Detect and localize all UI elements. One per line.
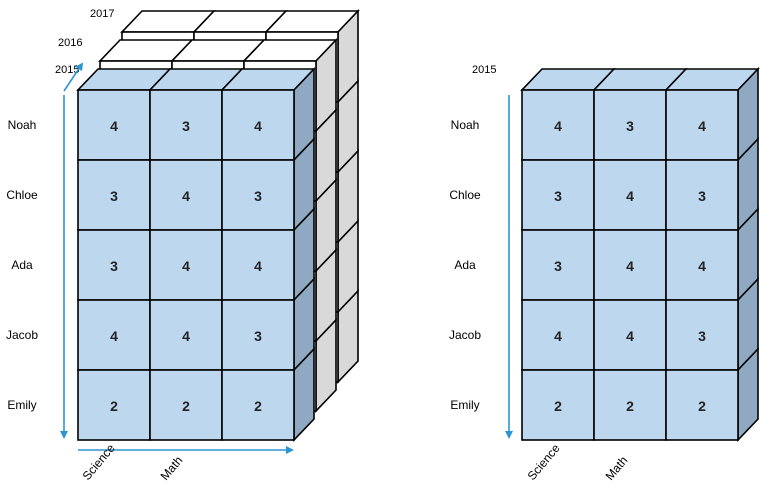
right-slice-cell bbox=[665, 369, 739, 441]
right-slice-cell bbox=[665, 229, 739, 301]
right-slice-cell-value: 2 bbox=[554, 398, 562, 414]
right-slice-cell bbox=[521, 159, 595, 231]
right-slice-cell bbox=[593, 89, 667, 161]
left-front-layer-cell bbox=[77, 299, 151, 371]
left-front-layer-cell-value: 4 bbox=[254, 258, 262, 274]
row-label: Chloe bbox=[449, 188, 481, 202]
left-front-layer-cell bbox=[221, 229, 295, 301]
left-front-layer-cell-value: 3 bbox=[110, 188, 118, 204]
right-slice-cell-value: 4 bbox=[626, 258, 634, 274]
right-slice-cell-value: 4 bbox=[626, 328, 634, 344]
right-2015-slice: 4 3 4 3 4 3 3 4 4 4 4 3 2 2 2 2015NoahChloeAdaJacobEmil… bbox=[449, 64, 760, 483]
right-slice-cell bbox=[521, 89, 595, 161]
left-front-layer-cell bbox=[77, 159, 151, 231]
column-label: Science bbox=[525, 441, 563, 483]
row-label: Jacob bbox=[449, 328, 481, 342]
right-slice-cell bbox=[665, 159, 739, 231]
right-slice-cell-value: 4 bbox=[554, 118, 562, 134]
left-front-layer-cell-value: 2 bbox=[110, 398, 118, 414]
right-slice-cell bbox=[665, 89, 739, 161]
left-data-cube: 4 3 4 3 4 3 3 4 4 4 4 3 2 2 2 2015 2016 2017NoahChloeAdaJ… bbox=[6, 8, 360, 483]
right-slice-cell-value: 4 bbox=[698, 258, 706, 274]
row-label: Noah bbox=[451, 118, 480, 132]
right-slice-cell-value: 3 bbox=[554, 258, 562, 274]
left-front-layer-cell-value: 3 bbox=[182, 118, 190, 134]
left-front-layer-cell-value: 3 bbox=[110, 258, 118, 274]
column-label: Math bbox=[158, 453, 186, 482]
left-front-layer-cell bbox=[221, 89, 295, 161]
left-front-layer-cell bbox=[221, 369, 295, 441]
row-label: Noah bbox=[8, 118, 37, 132]
row-label: Ada bbox=[11, 258, 33, 272]
row-label: Emily bbox=[7, 398, 36, 412]
column-label: Science bbox=[80, 441, 118, 483]
left-front-layer-cell-value: 2 bbox=[254, 398, 262, 414]
row-label: Chloe bbox=[6, 188, 38, 202]
right-slice-cell bbox=[521, 369, 595, 441]
left-front-layer-cell-value: 4 bbox=[110, 328, 118, 344]
right-slice-cell bbox=[665, 299, 739, 371]
right-slice-cell-value: 2 bbox=[698, 398, 706, 414]
row-label: Ada bbox=[454, 258, 476, 272]
right-slice-cell bbox=[521, 299, 595, 371]
column-label: Math bbox=[603, 453, 631, 482]
left-front-layer-cell-value: 4 bbox=[182, 328, 190, 344]
right-slice-cell-value: 3 bbox=[698, 328, 706, 344]
left-front-layer-cell-value: 4 bbox=[182, 188, 190, 204]
right-slice-cell-value: 4 bbox=[626, 188, 634, 204]
right-slice-cell bbox=[593, 369, 667, 441]
left-front-layer-cell bbox=[221, 159, 295, 231]
right-slice-cell-value: 3 bbox=[698, 188, 706, 204]
left-front-layer-cell bbox=[77, 369, 151, 441]
right-slice-cell-value: 3 bbox=[626, 118, 634, 134]
year-label: 2015 bbox=[55, 64, 79, 76]
left-front-layer-cell-value: 4 bbox=[110, 118, 118, 134]
right-slice-cell-value: 3 bbox=[554, 188, 562, 204]
year-label: 2017 bbox=[90, 8, 114, 20]
right-slice-cell bbox=[521, 229, 595, 301]
year-label: 2015 bbox=[472, 64, 496, 76]
year-label: 2016 bbox=[58, 37, 82, 49]
left-front-layer-cell-value: 3 bbox=[254, 328, 262, 344]
left-front-layer-cell-value: 4 bbox=[254, 118, 262, 134]
right-slice-cell bbox=[593, 159, 667, 231]
row-label: Emily bbox=[450, 398, 479, 412]
right-slice-cell-value: 4 bbox=[698, 118, 706, 134]
years-axis-arrow bbox=[63, 62, 84, 92]
row-label: Jacob bbox=[6, 328, 38, 342]
left-front-layer-cell-value: 4 bbox=[182, 258, 190, 274]
right-slice-cell-value: 4 bbox=[554, 328, 562, 344]
left-front-layer-cell-value: 2 bbox=[182, 398, 190, 414]
right-slice-cell-value: 2 bbox=[626, 398, 634, 414]
left-front-layer-cell-value: 3 bbox=[254, 188, 262, 204]
